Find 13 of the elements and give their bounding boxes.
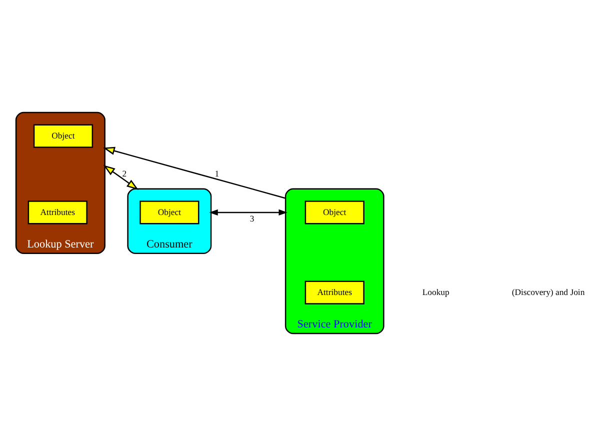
node-box: Object <box>140 200 200 224</box>
arrow <box>103 146 286 198</box>
edge-label: 1 <box>214 168 220 178</box>
node-box: Attributes <box>28 200 88 224</box>
arrow <box>103 164 138 190</box>
arrow <box>209 208 288 215</box>
edge-label: 2 <box>122 168 127 178</box>
label: Lookup <box>422 286 450 296</box>
label: (Discovery) and Join <box>512 286 585 296</box>
node-box: Attributes <box>304 280 364 304</box>
edge-label: 3 <box>250 212 254 223</box>
node-box: Object <box>304 200 364 224</box>
node-box: Object <box>33 124 94 148</box>
